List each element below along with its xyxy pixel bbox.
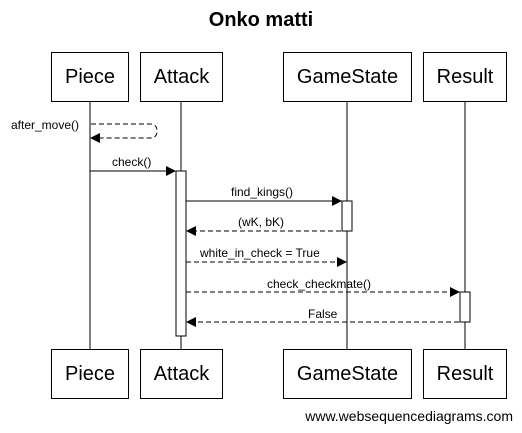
message-label-return-kings: (wK, bK) xyxy=(238,215,284,229)
activation-result xyxy=(459,291,471,323)
message-arrow-after-move xyxy=(90,123,158,143)
participant-gamestate-bottom: GameState xyxy=(283,349,412,399)
participant-result-top: Result xyxy=(423,52,507,102)
diagram-title: Onko matti xyxy=(208,9,314,31)
footer-watermark: www.websequencediagrams.com xyxy=(305,408,513,424)
participant-piece-bottom: Piece xyxy=(51,349,129,399)
participant-gamestate-top: GameState xyxy=(283,52,412,102)
message-label-find-kings: find_kings() xyxy=(231,185,293,199)
message-label-white-in-check: white_in_check = True xyxy=(199,246,320,260)
message-label-after-move: after_move() xyxy=(11,118,79,132)
participant-attack-bottom: Attack xyxy=(140,349,223,399)
message-label-check: check() xyxy=(112,155,151,169)
message-label-false: False xyxy=(308,307,338,321)
participant-result-bottom: Result xyxy=(423,349,507,399)
message-label-check-checkmate: check_checkmate() xyxy=(267,277,371,291)
activation-gamestate xyxy=(341,200,353,232)
participant-attack-top: Attack xyxy=(140,52,223,102)
activation-attack xyxy=(175,170,187,337)
participant-piece-top: Piece xyxy=(51,52,129,102)
